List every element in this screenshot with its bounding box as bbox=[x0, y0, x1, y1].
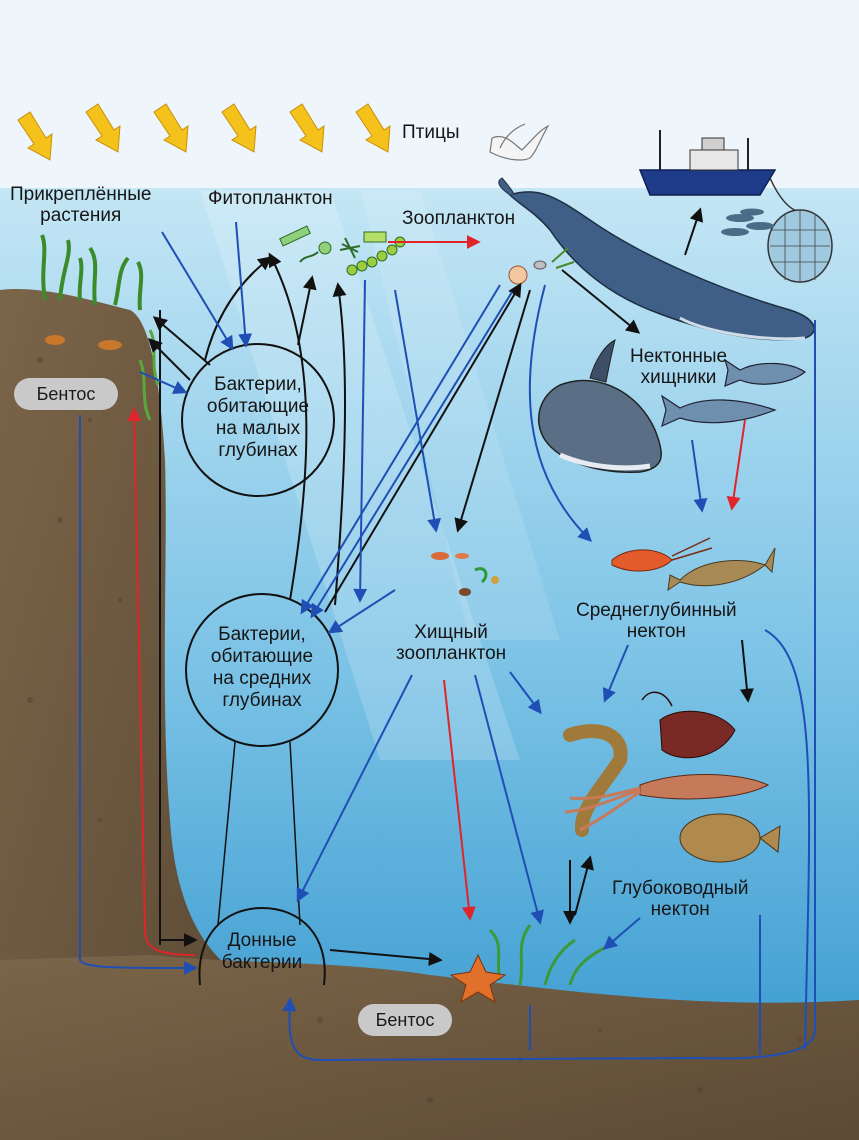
label-bottom-bacteria: Донные бактерии bbox=[202, 930, 322, 974]
label-midwater-nekton: Среднеглубинный нектон bbox=[576, 600, 737, 642]
benthos-badge-left: Бентос bbox=[14, 378, 118, 410]
label-deepsea-nekton: Глубоководный нектон bbox=[612, 878, 748, 920]
label-bacteria-middle: Бактерии, обитающие на средних глубинах bbox=[186, 624, 338, 712]
label-predatory-zooplankton: Хищный зоопланктон bbox=[396, 622, 506, 664]
label-nekton-predators: Нектонные хищники bbox=[630, 346, 727, 388]
label-zooplankton: Зоопланктон bbox=[402, 208, 515, 229]
label-birds: Птицы bbox=[402, 122, 460, 143]
label-bacteria-shallow: Бактерии, обитающие на малых глубинах bbox=[182, 374, 334, 462]
benthos-badge-bottom: Бентос bbox=[358, 1004, 452, 1036]
benthos-label: Бентос bbox=[376, 1010, 435, 1030]
label-attached-plants: Прикреплённые растения bbox=[10, 184, 151, 226]
benthos-label: Бентос bbox=[37, 384, 96, 404]
label-phytoplankton: Фитопланктон bbox=[208, 188, 333, 209]
